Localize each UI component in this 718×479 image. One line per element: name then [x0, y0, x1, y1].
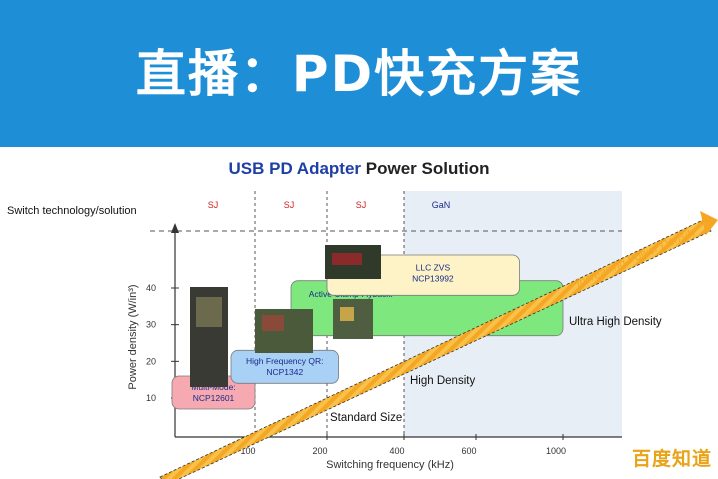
solution-part-number: NCP1342	[266, 367, 303, 377]
y-tick-label: 40	[146, 283, 156, 293]
y-axis-arrow	[171, 223, 179, 233]
y-tick-label: 10	[146, 393, 156, 403]
solution-name: LLC ZVS	[416, 262, 451, 272]
band-label-4: GaN	[432, 200, 451, 210]
top-row-label: Switch technology/solution	[7, 205, 137, 217]
band-label-3: SJ	[356, 200, 367, 210]
band-label-2: SJ	[284, 200, 295, 210]
title-banner: 直播：PD快充方案	[0, 0, 718, 147]
solution-part-number: NCP13992	[412, 273, 454, 283]
chart-title: USB PD Adapter Power Solution	[0, 159, 718, 179]
x-tick-label: 200	[312, 446, 327, 456]
x-tick-label: 1000	[546, 446, 566, 456]
photo-acf-detail	[340, 307, 354, 321]
photo-hfqr-detail	[262, 315, 284, 331]
x-tick-label: 600	[461, 446, 476, 456]
x-tick-label: 400	[389, 446, 404, 456]
y-tick-label: 20	[146, 356, 156, 366]
y-tick-label: 30	[146, 320, 156, 330]
band-label-1: SJ	[208, 200, 219, 210]
density-level-ultra: Ultra High Density	[569, 316, 662, 328]
x-tick-label: 100	[240, 446, 255, 456]
watermark-logo: 百度知道	[631, 448, 712, 470]
product-photos	[190, 245, 381, 387]
chart-title-part2: Power Solution	[365, 159, 490, 178]
photo-llc-detail	[332, 253, 362, 265]
trend-arrow-head	[700, 211, 718, 235]
density-level-standard: Standard Size	[330, 412, 402, 424]
axis-ticks: 100 200 400 600 1000 10 20 30 40	[146, 283, 566, 456]
solution-part-number: NCP12601	[193, 393, 235, 403]
solution-name: High Frequency QR:	[246, 356, 323, 366]
chart-title-part1: USB PD Adapter	[228, 159, 362, 178]
x-axis-label: Switching frequency (kHz)	[326, 459, 454, 471]
trend-arrow	[159, 218, 712, 479]
banner-title: 直播：PD快充方案	[135, 45, 583, 103]
density-level-high: High Density	[410, 375, 475, 387]
y-axis-label: Power density (W/in³)	[127, 284, 139, 389]
photo-multimode-detail	[196, 297, 222, 327]
